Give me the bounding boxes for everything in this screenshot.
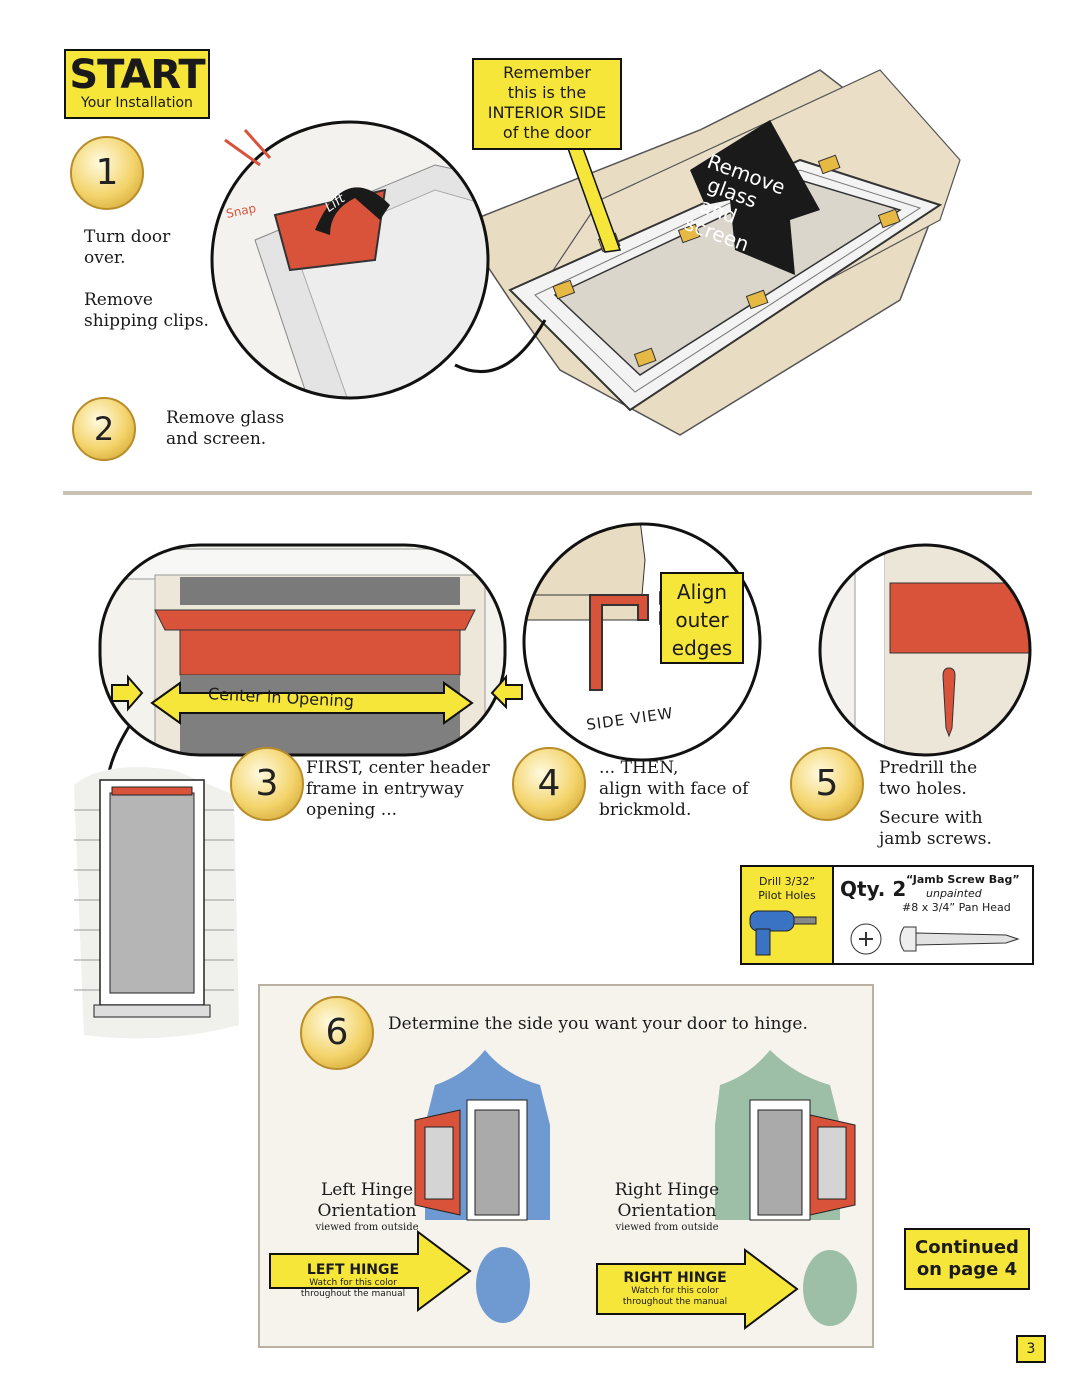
drill-line-2: Pilot Holes [758,889,816,902]
step-4-line-2: align with face of [599,779,749,799]
remember-line-3: INTERIOR SIDE [487,103,607,122]
continued-line-1: Continued [915,1237,1019,1258]
step-3-line-3: opening ... [306,800,398,820]
right-hinge-line-1: Right Hinge [614,1180,720,1200]
right-hinge-house [715,1050,856,1221]
right-hinge-watch-2: throughout the manual [622,1297,728,1307]
step-4-text: ... THEN, align with face of brickmold. [599,758,748,821]
door-frame-illustration [458,69,961,436]
section-divider [63,491,1032,495]
step-4-number: 4 [512,747,586,821]
step-1-number: 1 [70,136,144,210]
right-hinge-badge: RIGHT HINGE Watch for this color through… [600,1270,750,1308]
step-3-line-2: frame in entryway [306,779,464,799]
right-hinge-watch-1: Watch for this color [631,1286,719,1296]
align-line-3: edges [671,636,733,660]
step-1-line-3: Remove [84,290,153,310]
step-5-line-1: Predrill the [879,758,978,778]
step-5-line-3: Secure with [879,808,983,828]
continued-line-2: on page 4 [916,1259,1018,1280]
left-hinge-watch-2: throughout the manual [300,1289,406,1299]
right-hinge-badge-title: RIGHT HINGE [623,1270,727,1286]
continued-callout: Continued on page 4 [904,1228,1030,1290]
entryway-door-drawing [74,767,239,1039]
start-badge: START Your Installation [64,49,210,119]
left-hinge-color-swatch [476,1247,530,1323]
right-hinge-note: viewed from outside [615,1222,719,1233]
step-2-line-1: Remove glass [166,408,285,428]
left-hinge-arrow [269,1230,472,1312]
step-3-line-1: FIRST, center header [306,758,490,778]
right-hinge-color-swatch [803,1250,857,1326]
step-5-number: 5 [790,747,864,821]
header-centering-magnifier [98,543,523,838]
step-4-line-1: ... THEN, [599,758,679,778]
step-1-line-1: Turn door [84,227,171,247]
align-outer-edges-callout: Align outer edges [660,572,744,664]
step-3-text: FIRST, center header frame in entryway o… [306,758,490,821]
start-title: START [69,52,205,98]
step-5-line-2: two holes. [879,779,967,799]
remember-line-4: of the door [502,123,592,142]
screw-bag: “Jamb Screw Bag” [906,873,1020,886]
left-hinge-note: viewed from outside [315,1222,419,1233]
align-line-1: Align [676,580,728,604]
step-6-number: 6 [300,996,374,1070]
step-1-line-4: shipping clips. [84,311,209,331]
left-hinge-line-1: Left Hinge [320,1180,414,1200]
screw-size: #8 x 3/4” Pan Head [902,901,1011,914]
clip-detail-magnifier [210,120,547,400]
left-hinge-caption: Left Hinge Orientation viewed from outsi… [312,1180,422,1234]
screw-finish: unpainted [926,887,982,900]
drill-info-box: Drill 3/32” Pilot Holes [740,865,834,965]
step-5-line-4: jamb screws. [879,829,992,849]
step-1-line-2: over. [84,248,126,268]
screw-icon [850,923,1020,955]
right-hinge-arrow [596,1248,799,1330]
remember-line-1: Remember [503,63,591,82]
step-3-number: 3 [230,747,304,821]
step-4-line-3: brickmold. [599,800,692,820]
jamb-screw-magnifier [818,543,1032,757]
start-subtitle: Your Installation [81,95,193,111]
step-2-number: 2 [72,397,136,461]
step-1-text: Turn door over. Remove shipping clips. [84,227,209,332]
step-5-text: Predrill the two holes. Secure with jamb… [879,758,992,850]
left-hinge-badge: LEFT HINGE Watch for this color througho… [278,1262,428,1300]
left-hinge-line-2: Orientation [317,1201,417,1221]
align-line-2: outer [675,608,729,632]
drill-line-1: Drill 3/32” [758,875,816,888]
remember-line-2: this is the [507,83,587,102]
step-2-text: Remove glass and screen. [166,408,284,450]
left-hinge-house [414,1050,550,1221]
screw-info-box: Qty. 2 “Jamb Screw Bag” unpainted #8 x 3… [834,865,1034,965]
drill-icon [749,910,817,956]
step-2-line-2: and screen. [166,429,267,449]
step-6-text: Determine the side you want your door to… [388,1014,808,1034]
page-number: 3 [1016,1335,1046,1363]
right-hinge-caption: Right Hinge Orientation viewed from outs… [612,1180,722,1234]
remember-callout: Remember this is the INTERIOR SIDE of th… [472,58,622,150]
left-hinge-badge-title: LEFT HINGE [306,1262,400,1278]
right-hinge-line-2: Orientation [617,1201,717,1221]
left-hinge-watch-1: Watch for this color [309,1278,397,1288]
screw-qty: Qty. 2 [840,877,907,901]
